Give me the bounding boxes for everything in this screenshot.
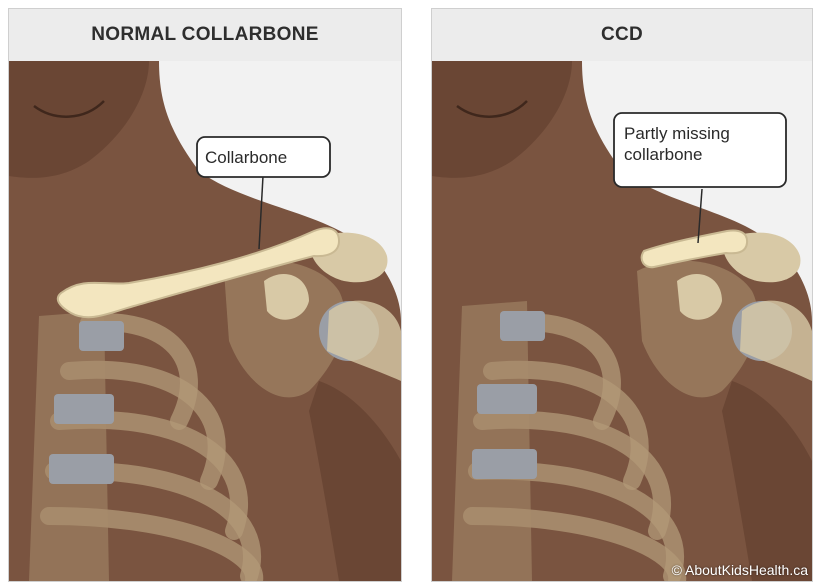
- panel-title: NORMAL COLLARBONE: [9, 9, 401, 61]
- ccd-shoulder-illustration: [432, 61, 812, 581]
- sternum: [452, 301, 532, 581]
- normal-shoulder-illustration: [9, 61, 401, 581]
- callout-line-2: collarbone: [624, 144, 730, 165]
- normal-collarbone-panel: NORMAL COLLARBONE: [8, 8, 402, 582]
- callout-line-1: Partly missing: [624, 123, 730, 144]
- ccd-panel: CCD Partly missing collarbone: [431, 8, 813, 582]
- collarbone-label: Collarbone: [205, 147, 287, 168]
- partly-missing-collarbone-label: Partly missing collarbone: [624, 123, 730, 165]
- panel-title: CCD: [432, 9, 812, 61]
- sternum: [29, 311, 109, 581]
- copyright-credit: © AboutKidsHealth.ca: [672, 562, 808, 578]
